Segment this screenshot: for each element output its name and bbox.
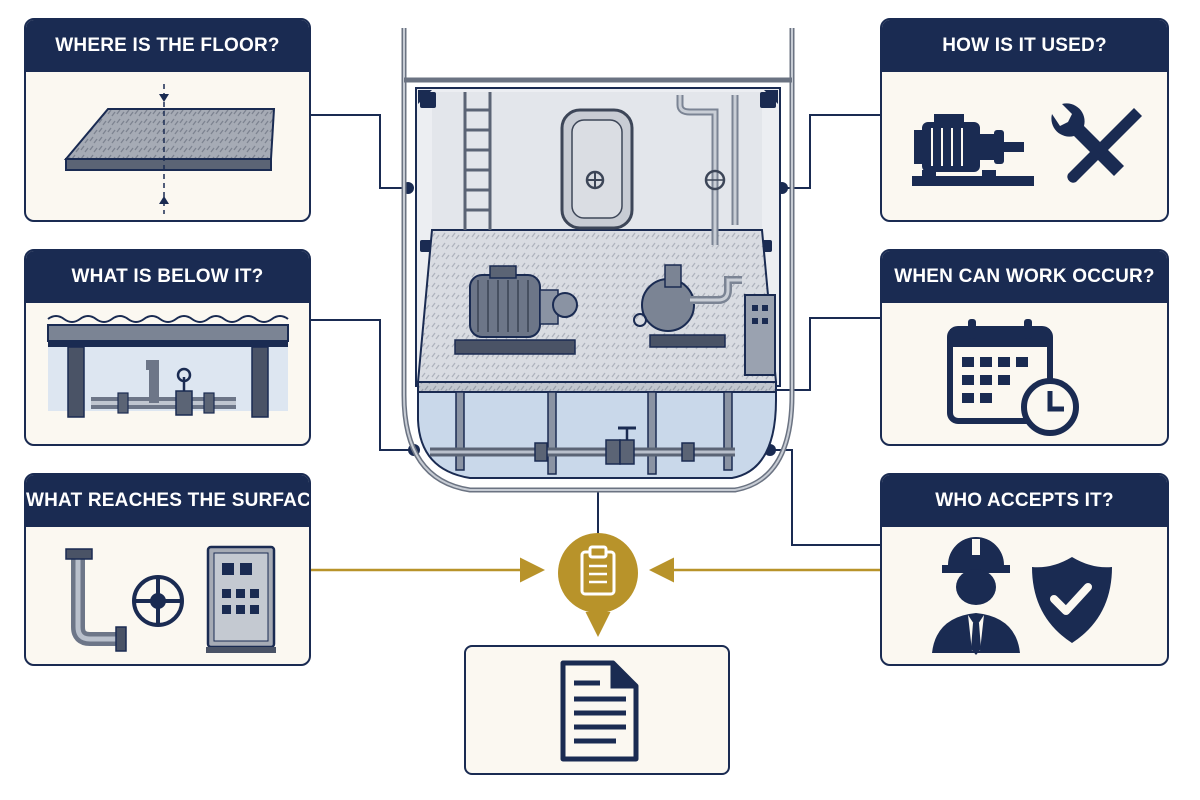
shield-check-icon [1032, 557, 1112, 643]
card-when-can-work: WHEN CAN WORK OCCUR? [880, 249, 1169, 446]
calendar-clock-icon [947, 319, 1079, 436]
card-body [882, 72, 1167, 220]
output-report-box [464, 645, 730, 775]
centrifugal-pump [633, 264, 742, 348]
card-who-accepts: WHO ACCEPTS IT? [880, 473, 1169, 666]
card-title: WHO ACCEPTS IT? [882, 475, 1167, 527]
connector-used [782, 114, 880, 189]
vessel-cross-section [401, 28, 795, 493]
valve-wheel-icon [132, 575, 184, 627]
card-what-is-below: WHAT IS BELOW IT? [24, 249, 311, 446]
wrench-screwdriver-icon [1051, 103, 1142, 183]
card-title: WHEN CAN WORK OCCUR? [882, 251, 1167, 303]
floor-plate-icon [63, 84, 276, 214]
document-icon [560, 660, 639, 762]
connector-floor [311, 114, 408, 189]
card-body [882, 527, 1167, 664]
electric-motor-icon [912, 114, 1034, 186]
card-body [26, 72, 309, 220]
subfloor-piping-icon [47, 315, 289, 418]
card-how-is-used: HOW IS IT USED? [880, 18, 1169, 222]
connector-below [311, 319, 414, 451]
connector-lines [311, 114, 880, 546]
card-what-reaches-surface: WHAT REACHES THE SURFACE? [24, 473, 311, 666]
connector-accepts [770, 449, 880, 546]
card-body [26, 303, 309, 444]
inspector-shield-icon [932, 537, 1112, 655]
pipe-elbow-icon [65, 548, 127, 652]
card-body [882, 303, 1167, 444]
clipboard-icon [558, 533, 638, 613]
motor-pump [454, 265, 578, 355]
card-title: HOW IS IT USED? [882, 20, 1167, 72]
control-panel-icon [206, 545, 276, 653]
card-title: WHAT REACHES THE SURFACE? [26, 475, 309, 527]
card-body [26, 527, 309, 664]
card-title: WHERE IS THE FLOOR? [26, 20, 309, 72]
surface-items-icon [65, 545, 276, 653]
equipment-tools-icon [912, 103, 1142, 186]
card-title: WHAT IS BELOW IT? [26, 251, 309, 303]
card-where-is-floor: WHERE IS THE FLOOR? [24, 18, 311, 222]
